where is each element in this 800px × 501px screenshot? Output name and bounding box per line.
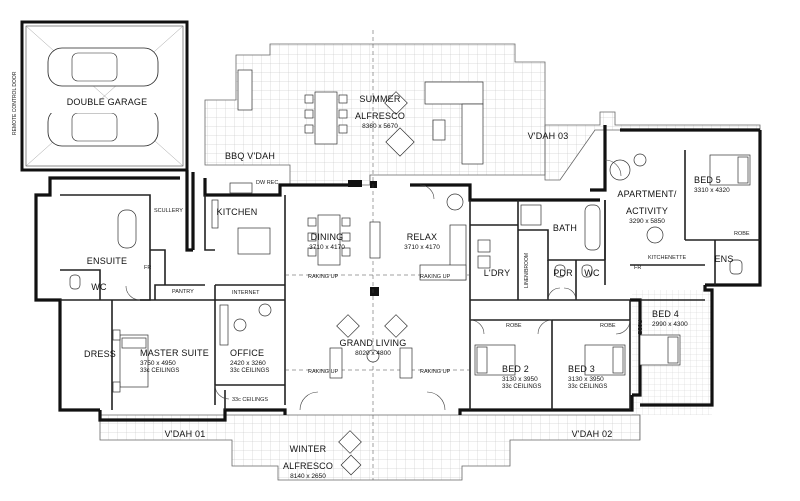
winter-alfresco-dims: 8140 x 2650 [290, 472, 326, 480]
raking-up-living-right: RAKING UP [420, 369, 451, 375]
raking-up-dining: RAKING UP [308, 274, 339, 280]
pantry-tag: PANTRY [172, 289, 194, 295]
bed2-name: BED 2 [502, 364, 530, 374]
apartment-name2: ACTIVITY [625, 205, 669, 216]
dress-name: DRESS [84, 349, 117, 359]
exterior-walls [34, 125, 762, 422]
bed3-name: BED 3 [568, 364, 596, 374]
label-relax: RELAX 3710 x 4170 [397, 228, 447, 252]
bbq-vdah-name: BBQ V'DAH [224, 151, 276, 161]
label-summer-alfresco: SUMMER ALFRESCO 8360 x 5670 [350, 90, 410, 130]
label-ldry: L'DRY [482, 264, 512, 281]
bed4-dims: 2990 x 4300 [652, 320, 688, 328]
garage [20, 20, 189, 172]
label-bed4: BED 4 2990 x 4300 [652, 305, 698, 329]
grand-living-name: GRAND LIVING [339, 338, 407, 348]
raking-up-living-left: RAKING UP [308, 369, 339, 375]
label-ens-bed5: ENS [712, 250, 736, 267]
kitchen-name: KITCHEN [216, 207, 258, 217]
hall-ceilings-tag: 33c CEILINGS [232, 397, 269, 403]
summer-alfresco-name2: ALFRESCO [354, 110, 406, 121]
double-garage-name: DOUBLE GARAGE [66, 97, 148, 107]
label-pdr: PDR [550, 264, 576, 281]
label-vdah-03: V'DAH 03 [523, 127, 573, 144]
label-bed3: BED 3 3130 x 3950 33c CEILINGS [568, 360, 614, 390]
label-wc-bath: WC [580, 264, 604, 281]
bed3-ceilings: 33c CEILINGS [568, 383, 608, 390]
bed4-name: BED 4 [652, 309, 680, 319]
ensuite-name: ENSUITE [86, 256, 128, 266]
label-vdah-02: V'DAH 02 [562, 425, 622, 442]
columns [348, 180, 379, 296]
vdah-03-name: V'DAH 03 [527, 131, 569, 141]
label-dining: DINING 3710 x 4170 [302, 228, 352, 252]
label-bed5: BED 5 3310 x 4320 [694, 171, 744, 195]
master-suite-dims: 3750 x 4950 [140, 359, 176, 367]
interior-walls [60, 150, 760, 410]
vdah-02-name: V'DAH 02 [571, 429, 613, 439]
bed5-name: BED 5 [694, 175, 722, 185]
relax-dims: 3710 x 4170 [404, 243, 440, 251]
label-winter-alfresco: WINTER ALFRESCO 8140 x 2650 [278, 440, 338, 480]
label-dress: DRESS [84, 345, 117, 362]
apartment-name1: APARTMENT/ [617, 189, 677, 199]
fr-kitchen-tag: FR [144, 265, 152, 271]
label-apartment: APARTMENT/ ACTIVITY 3290 x 5850 [612, 185, 682, 225]
label-bbq-vdah: BBQ V'DAH [220, 147, 280, 164]
fr-apartment-tag: FR [634, 265, 642, 271]
label-ensuite: ENSUITE [82, 252, 132, 269]
wc-ensuite-name: WC [91, 282, 107, 292]
dining-dims: 3710 x 4170 [309, 243, 345, 251]
office-ceilings: 33c CEILINGS [230, 367, 270, 374]
internet-tag: INTERNET [232, 290, 260, 296]
linen-broom-tag: LINEN/BROOM [524, 252, 530, 288]
label-kitchen: KITCHEN [212, 203, 262, 220]
dining-name: DINING [310, 232, 344, 242]
label-grand-living: GRAND LIVING 8020 x 4800 [335, 334, 411, 358]
wc-bath-name: WC [584, 268, 600, 278]
label-vdah-01: V'DAH 01 [155, 425, 215, 442]
bed5-dims: 3310 x 4320 [694, 186, 730, 194]
kitchenette-tag: KITCHENETTE [648, 255, 687, 261]
office-name: OFFICE [230, 348, 265, 358]
furniture [69, 69, 751, 476]
relax-name: RELAX [406, 232, 438, 242]
winter-alfresco-floor [99, 414, 641, 481]
office-dims: 2420 x 3260 [230, 359, 266, 367]
master-suite-ceilings: 33c CEILINGS [140, 367, 180, 374]
remote-control-door-tag: REMOTE CONTROL DOOR [12, 71, 18, 135]
label-bath: BATH [550, 219, 580, 236]
winter-alfresco-name1: WINTER [289, 444, 327, 454]
door-swings [125, 159, 631, 411]
robe-bed5-tag: ROBE [734, 231, 750, 237]
bed2-ceilings: 33c CEILINGS [502, 383, 542, 390]
ldry-name: L'DRY [483, 268, 511, 278]
label-wc-ensuite: WC [86, 278, 112, 295]
robe-bed3-tag: ROBE [600, 323, 616, 329]
dw-rec-tag: DW REC [256, 180, 279, 186]
label-double-garage: DOUBLE GARAGE [62, 93, 152, 110]
bed2-dims: 3130 x 3950 [502, 375, 538, 383]
master-suite-name: MASTER SUITE [140, 348, 209, 358]
label-office: OFFICE 2420 x 3260 33c CEILINGS [230, 344, 280, 374]
apartment-dims: 3290 x 5850 [629, 217, 665, 225]
robe-bed2-tag: ROBE [506, 323, 522, 329]
scullery-tag: SCULLERY [154, 208, 183, 214]
label-master-suite: MASTER SUITE 3750 x 4950 33c CEILINGS [140, 344, 210, 374]
ens-bed5-name: ENS [714, 254, 734, 264]
bed3-dims: 3130 x 3950 [568, 375, 604, 383]
winter-alfresco-name2: ALFRESCO [282, 460, 334, 471]
robe-bed4-tag: ROBE [636, 320, 642, 335]
vdah-01-name: V'DAH 01 [164, 429, 206, 439]
summer-alfresco-name1: SUMMER [359, 94, 401, 104]
grand-living-dims: 8020 x 4800 [355, 349, 391, 357]
raking-up-relax: RAKING UP [420, 274, 451, 280]
pdr-name: PDR [553, 268, 573, 278]
summer-alfresco-dims: 8360 x 5670 [362, 122, 398, 130]
label-bed2: BED 2 3130 x 3950 33c CEILINGS [502, 360, 548, 390]
bath-name: BATH [552, 223, 578, 233]
